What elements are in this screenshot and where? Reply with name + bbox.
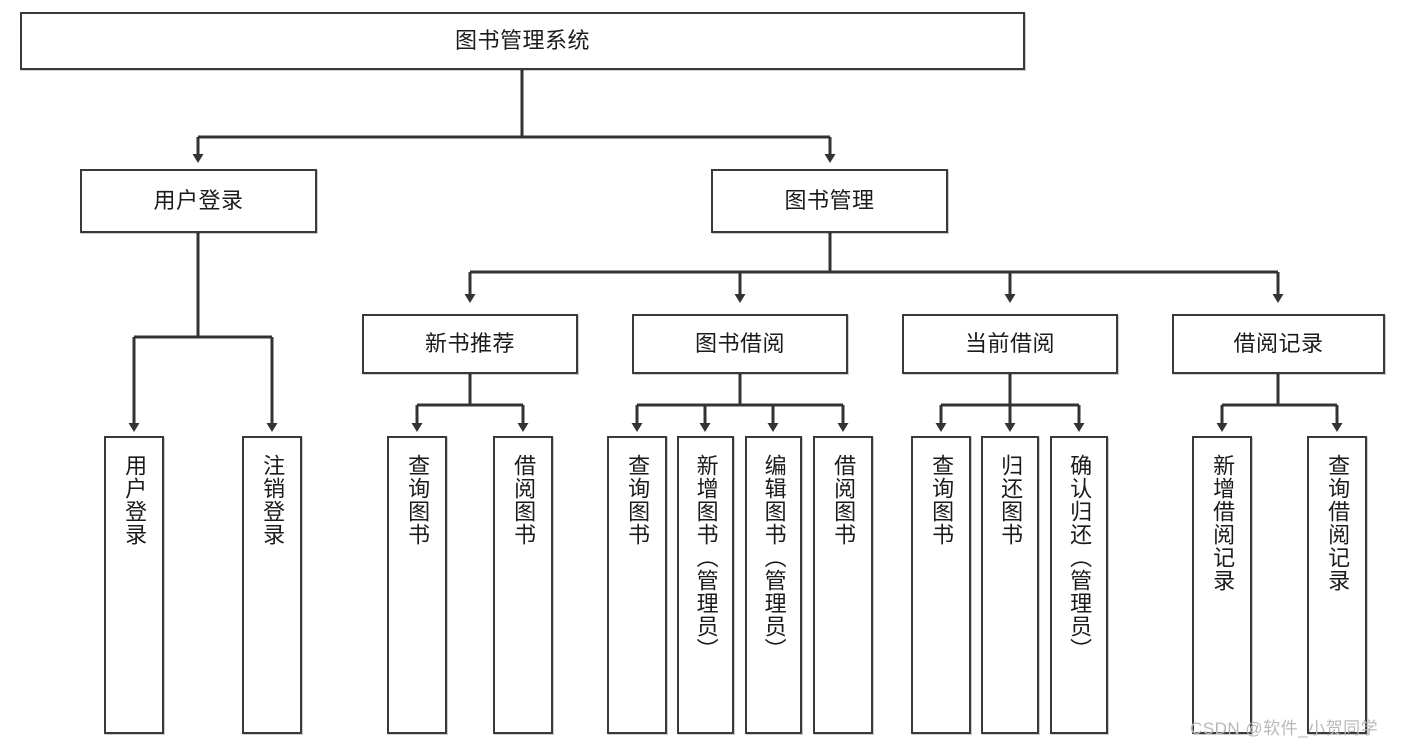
node-leaf-user-logout-label: 注销登录 (260, 454, 286, 546)
node-leaf-borrow-book-1-label: 借阅图书 (511, 454, 537, 546)
node-leaf-borrow-book-2-label: 借阅图书 (831, 454, 857, 546)
node-user-login[interactable]: 用户登录 (80, 169, 317, 233)
node-leaf-borrow-book-1[interactable]: 借阅图书 (493, 436, 553, 734)
node-leaf-query-book-3-label: 查询图书 (929, 454, 955, 546)
node-leaf-query-book-3[interactable]: 查询图书 (911, 436, 971, 734)
node-leaf-query-book-1[interactable]: 查询图书 (387, 436, 447, 734)
node-leaf-query-book-2-label: 查询图书 (625, 454, 651, 546)
node-leaf-user-logout[interactable]: 注销登录 (242, 436, 302, 734)
node-leaf-query-record[interactable]: 查询借阅记录 (1307, 436, 1367, 734)
node-leaf-add-record[interactable]: 新增借阅记录 (1192, 436, 1252, 734)
node-book-manage-label: 图书管理 (784, 187, 875, 213)
node-leaf-query-book-2[interactable]: 查询图书 (607, 436, 667, 734)
node-leaf-edit-book-label: 编辑图书（管理员） (761, 454, 787, 661)
node-leaf-user-login-label: 用户登录 (122, 454, 148, 546)
node-leaf-edit-book[interactable]: 编辑图书（管理员） (745, 436, 802, 734)
node-leaf-query-record-label: 查询借阅记录 (1325, 454, 1351, 592)
node-current-borrow[interactable]: 当前借阅 (902, 314, 1118, 374)
node-borrow-record-label: 借阅记录 (1233, 330, 1324, 356)
node-leaf-add-book[interactable]: 新增图书（管理员） (677, 436, 734, 734)
node-book-borrow-label: 图书借阅 (694, 330, 785, 356)
node-user-login-label: 用户登录 (153, 187, 244, 213)
node-new-book-rec[interactable]: 新书推荐 (362, 314, 578, 374)
node-new-book-rec-label: 新书推荐 (424, 330, 515, 356)
node-current-borrow-label: 当前借阅 (964, 330, 1055, 356)
node-leaf-query-book-1-label: 查询图书 (405, 454, 431, 546)
node-leaf-confirm-return[interactable]: 确认归还（管理员） (1050, 436, 1108, 734)
node-leaf-return-book-label: 归还图书 (998, 454, 1024, 546)
node-leaf-confirm-return-label: 确认归还（管理员） (1067, 454, 1093, 661)
node-book-manage[interactable]: 图书管理 (711, 169, 948, 233)
node-book-borrow[interactable]: 图书借阅 (632, 314, 848, 374)
node-leaf-return-book[interactable]: 归还图书 (981, 436, 1039, 734)
watermark: CSDN @软件_小贺同学 (1190, 719, 1379, 738)
node-root[interactable]: 图书管理系统 (20, 12, 1025, 70)
node-root-label: 图书管理系统 (454, 27, 590, 53)
node-leaf-user-login[interactable]: 用户登录 (104, 436, 164, 734)
node-borrow-record[interactable]: 借阅记录 (1172, 314, 1385, 374)
node-leaf-add-record-label: 新增借阅记录 (1210, 454, 1236, 592)
node-leaf-borrow-book-2[interactable]: 借阅图书 (813, 436, 873, 734)
node-leaf-add-book-label: 新增图书（管理员） (693, 454, 719, 661)
